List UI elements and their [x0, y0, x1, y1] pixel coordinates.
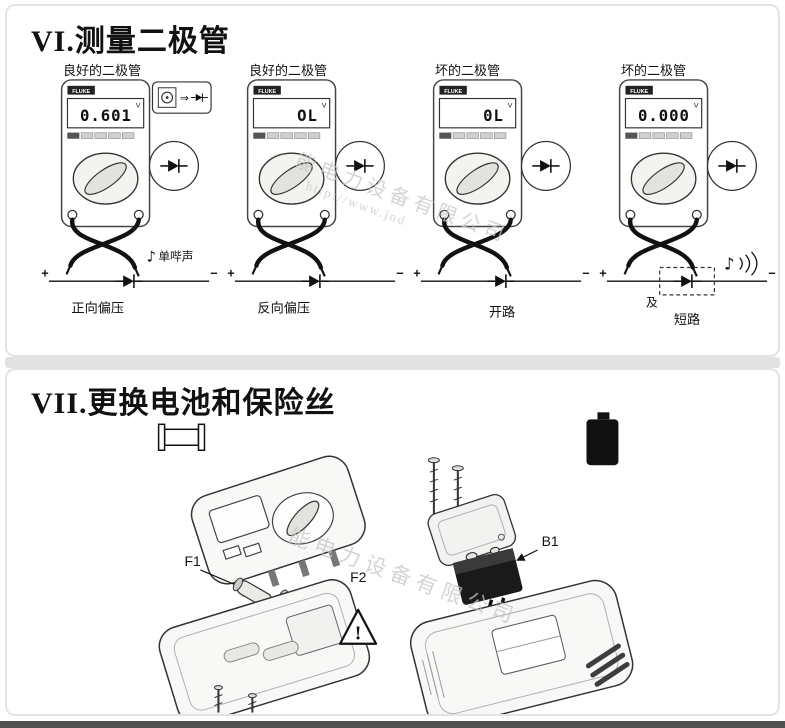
and-label: 及 [646, 297, 658, 310]
lcd-value: 0.601 [80, 106, 132, 125]
multimeter-figure: FLUKE OL V [227, 79, 404, 315]
sound-waves-icon [739, 251, 758, 276]
lcd-unit: V [136, 102, 141, 109]
warning-icon: ! [339, 608, 378, 645]
lcd-value: OL [297, 106, 318, 125]
diode-icon [114, 273, 144, 289]
section-divider [5, 357, 780, 368]
fuse2-label: F2 [350, 569, 367, 585]
test-leads [623, 217, 699, 277]
buzzer-icon [161, 91, 174, 104]
dial-knob [270, 162, 313, 195]
multimeter-body: FLUKE 0.601 V [60, 79, 151, 228]
figure-label: 反向偏压 [257, 300, 310, 315]
test-leads [437, 217, 513, 277]
figure-label: 正向偏压 [71, 300, 124, 315]
figure-caption: 坏的二极管 [621, 63, 687, 78]
section-diode-testing: VI.测量二极管 能电力设备有限公司 http://www.jnd 良好的二极管… [5, 4, 780, 357]
multimeter-figure: FLUKE 0L V [413, 79, 590, 319]
battery-pointer [516, 549, 538, 561]
lcd-unit: V [322, 102, 327, 109]
holster-grip-ribs [585, 643, 630, 687]
polarity-minus: − [582, 266, 589, 280]
beep-note-icon: ♪ [724, 254, 735, 273]
meter-bottom-case-left [158, 579, 371, 714]
battery-compartment [285, 604, 343, 656]
section-battery-fuse-replacement: VII.更换电池和保险丝 能电力设备有限公司 + [5, 368, 780, 716]
figure-label: 短路 [674, 312, 700, 327]
diode-icon [300, 273, 330, 289]
multimeter-figure: FLUKE 0.000 V [599, 79, 776, 327]
lcd-display [624, 97, 703, 129]
diode-icon [672, 273, 702, 289]
battery-icon: + [586, 412, 619, 466]
lcd-display [438, 97, 517, 129]
function-buttons [625, 132, 693, 139]
nine-volt-battery [452, 546, 523, 605]
screw-icon [213, 685, 223, 713]
polarity-minus: − [210, 266, 217, 280]
beep-note-label: 单哔声 [158, 250, 193, 264]
warning-mark: ! [355, 623, 362, 645]
beep-note-icon: ♪ [147, 249, 156, 266]
battery-plus-mark: + [597, 432, 608, 454]
multimeter-body: FLUKE 0.000 V [618, 79, 709, 228]
lcd-value: 0.000 [638, 106, 690, 125]
brand-logo: FLUKE [630, 89, 648, 95]
polarity-minus: − [768, 266, 775, 280]
figure-caption: 良好的二极管 [249, 63, 328, 78]
figure-caption: 坏的二极管 [435, 63, 501, 78]
dial-knob [642, 162, 685, 195]
meter-top-shell [190, 455, 366, 597]
lcd-display [66, 97, 145, 129]
multimeter-body: FLUKE 0L V [432, 79, 523, 228]
brand-logo: FLUKE [444, 89, 462, 95]
figure-forward-bias: 良好的二极管 FLUKE 0.601 V [37, 60, 223, 332]
dial-knob [456, 162, 499, 195]
figure-reverse-bias: 良好的二极管 FLUKE OL V [223, 60, 409, 332]
dial-knob [84, 162, 127, 195]
function-buttons [439, 132, 507, 139]
figure-caption: 良好的二极管 [63, 63, 142, 78]
lcd-unit: V [694, 102, 699, 109]
function-buttons [253, 132, 321, 139]
diode-test-figures: 良好的二极管 FLUKE 0.601 V [37, 60, 781, 332]
figure-open-circuit: 坏的二极管 FLUKE 0L V [409, 60, 595, 332]
battery-fuse-figure: + F1 F2 [157, 412, 634, 714]
beeper-callout: ⇒ [151, 81, 212, 114]
page-bottom-edge [0, 721, 785, 728]
battery-compartment [491, 614, 566, 675]
diode-icon [486, 273, 516, 289]
screw-icon [427, 457, 440, 517]
section6-heading: VI.测量二极管 [31, 25, 230, 58]
multimeter-body: FLUKE OL V [246, 79, 337, 228]
lcd-display [252, 97, 331, 129]
polarity-plus: + [227, 266, 234, 280]
test-leads [65, 217, 141, 277]
brand-logo: FLUKE [72, 89, 90, 95]
screw-icon [247, 693, 257, 713]
brand-logo: FLUKE [258, 89, 276, 95]
polarity-plus: + [41, 266, 48, 280]
function-buttons [67, 132, 135, 139]
meter-bottom-case-right [409, 579, 634, 714]
polarity-plus: + [413, 266, 420, 280]
figure-short-circuit: 坏的二极管 FLUKE 0.000 V [595, 60, 781, 332]
test-leads [251, 217, 327, 277]
polarity-minus: − [396, 266, 403, 280]
section7-heading: VII.更换电池和保险丝 [31, 387, 336, 420]
fuse-slot [223, 642, 260, 663]
figure-label: 开路 [489, 304, 515, 319]
lcd-unit: V [508, 102, 513, 109]
polarity-plus: + [599, 266, 606, 280]
fuse1-label: F1 [185, 553, 202, 569]
arrow-icon: ⇒ [180, 91, 189, 104]
lcd-value: 0L [483, 106, 504, 125]
display-aperture [208, 495, 270, 544]
fuse-icon [157, 423, 206, 451]
battery-label: B1 [542, 533, 559, 549]
multimeter-figure: FLUKE 0.601 V [41, 79, 218, 315]
fuse-slot [262, 640, 299, 661]
